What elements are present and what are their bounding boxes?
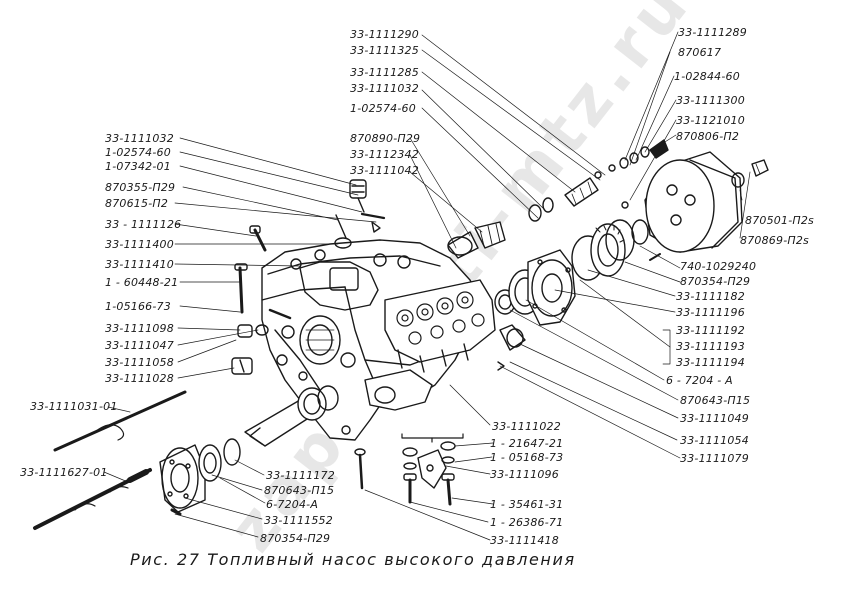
label-33-1111418: 33-1111418 [490,534,559,547]
right-assembly [494,151,769,371]
label-6-7204-a-left: 6-7204-А [266,498,319,511]
label-33-1111192: 33-1111192 [676,324,745,337]
label-1-02574-60-top: 1-02574-60 [350,102,416,115]
label-33-1111049: 33-1111049 [680,412,749,425]
label-33-1111196: 33-1111196 [676,306,745,319]
top-hardware [447,139,669,259]
label-1-07342-01: 1-07342-01 [105,160,171,173]
label-33-1111400: 33-1111400 [105,238,174,251]
label-33-1111410: 33-1111410 [105,258,174,271]
label-1-02844-60: 1-02844-60 [674,70,740,83]
figure-caption: Рис. 27 Топливный насос высокого давлени… [130,550,576,569]
label-33-1111031-01: 33-1111031-01 [30,400,118,413]
label-740-1029240: 740-1029240 [680,260,757,273]
label-870354-p29-left: 870354-П29 [260,532,331,545]
label-33-1111032-top: 33-1111032 [350,82,419,95]
label-870869-p2s: 870869-П2s [740,234,809,247]
label-33-1111182: 33-1111182 [676,290,745,303]
label-33-1111300: 33-1111300 [676,94,745,107]
label-870643-p15-right: 870643-П15 [680,394,751,407]
label-1-26386-71: 1 - 26386-71 [490,516,564,529]
label-870354-p29-right: 870354-П29 [680,275,751,288]
label-870617: 870617 [678,46,722,59]
label-33-1111028: 33-1111028 [105,372,174,385]
label-1-35461-31: 1 - 35461-31 [490,498,564,511]
lower-hardware [170,433,464,516]
label-33-1112342: 33-1112342 [350,148,419,161]
label-33-1111079: 33-1111079 [680,452,749,465]
label-1-02574-60-left: 1-02574-60 [105,146,171,159]
label-33-1111098: 33-1111098 [105,322,174,335]
label-870355-p29: 870355-П29 [105,181,176,194]
label-33-1111290: 33-1111290 [350,28,419,41]
label-870501-p2s: 870501-П2s [745,214,814,227]
label-33-1111552: 33-1111552 [264,514,333,527]
label-1-60448-21: 1 - 60448-21 [105,276,179,289]
label-33-1111022: 33-1111022 [492,420,561,433]
label-1-05166-73: 1-05166-73 [105,300,171,313]
label-33-1111096: 33-1111096 [490,468,559,481]
label-33-1111058: 33-1111058 [105,356,174,369]
label-33-1111285: 33-1111285 [350,66,419,79]
label-870643-p15-left: 870643-П15 [264,484,335,497]
rack-rods [33,390,187,530]
label-870806-p2: 870806-П2 [676,130,740,143]
label-1-21647-21: 1 - 21647-21 [490,437,564,450]
label-33-1111627-01: 33-1111627-01 [20,466,108,479]
label-870615-p2: 870615-П2 [105,197,169,210]
label-33-1111172: 33-1111172 [266,469,335,482]
label-870890-p29: 870890-П29 [350,132,421,145]
coupling-flange [159,438,241,513]
label-33-1111194: 33-1111194 [676,356,745,369]
drive-shaft [244,385,339,447]
label-33-1111193: 33-1111193 [676,340,745,353]
label-33-1111042: 33-1111042 [350,164,419,177]
label-33-1111047: 33-1111047 [105,339,174,352]
label-6-7204-a-right: 6 - 7204 - А [666,374,733,387]
left-hardware [231,179,386,375]
label-1-05168-73: 1 - 05168-73 [490,451,564,464]
label-33-1111032-left: 33-1111032 [105,132,174,145]
label-33-1121010: 33-1121010 [676,114,745,127]
label-33-1111054: 33-1111054 [680,434,749,447]
label-33-1111126: 33 - 1111126 [105,218,182,231]
label-33-1111325: 33-1111325 [350,44,419,57]
leader-lines [103,31,751,541]
label-33-1111289: 33-1111289 [678,26,747,39]
